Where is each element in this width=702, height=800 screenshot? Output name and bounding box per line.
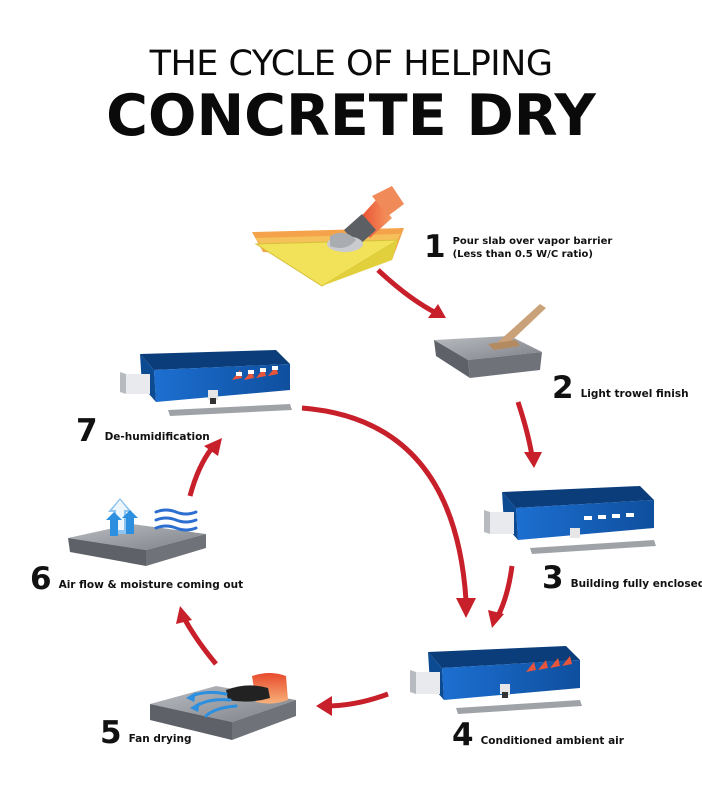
step-4-conditioned-building: [410, 646, 582, 714]
cycle-arrows: [176, 268, 542, 716]
step-5-fan-drying-illustration: [150, 673, 296, 740]
step-5-number: 5: [100, 715, 122, 751]
step-3-text: Building fully enclosed: [570, 578, 702, 590]
step-2-text: Light trowel finish: [580, 388, 689, 400]
step-4-number: 4: [452, 717, 474, 753]
step-2-trowel-illustration: [434, 304, 546, 378]
step-7-text: De-humidification: [104, 431, 210, 443]
step-3-label: 3 Building fully enclosed: [542, 560, 702, 596]
step-5-text: Fan drying: [128, 733, 192, 745]
step-3-enclosed-building: [484, 486, 656, 554]
step-2-label: 2 Light trowel finish: [552, 370, 689, 406]
step-3-number: 3: [542, 560, 564, 596]
step-1-text: Pour slab over vapor barrier: [452, 236, 613, 247]
step-6-number: 6: [30, 561, 52, 597]
step-1-label: 1 Pour slab over vapor barrier (Less tha…: [424, 229, 613, 265]
step-1-subtext: (Less than 0.5 W/C ratio): [452, 249, 593, 260]
step-7-label: 7 De-humidification: [76, 413, 210, 449]
step-4-text: Conditioned ambient air: [480, 735, 624, 747]
title-line-1: THE CYCLE OF HELPING: [149, 44, 553, 84]
step-6-airflow-illustration: [68, 498, 206, 566]
step-7-number: 7: [76, 413, 98, 449]
step-6-label: 6 Air flow & moisture coming out: [30, 561, 244, 597]
step-4-label: 4 Conditioned ambient air: [452, 717, 624, 753]
step-7-dehumidifier-building: [120, 350, 292, 416]
step-5-label: 5 Fan drying: [100, 715, 192, 751]
step-1-number: 1: [424, 229, 446, 265]
step-1-pour-illustration: [252, 186, 404, 287]
step-2-number: 2: [552, 370, 574, 406]
step-6-text: Air flow & moisture coming out: [58, 579, 244, 591]
title-line-2: CONCRETE DRY: [106, 83, 596, 149]
